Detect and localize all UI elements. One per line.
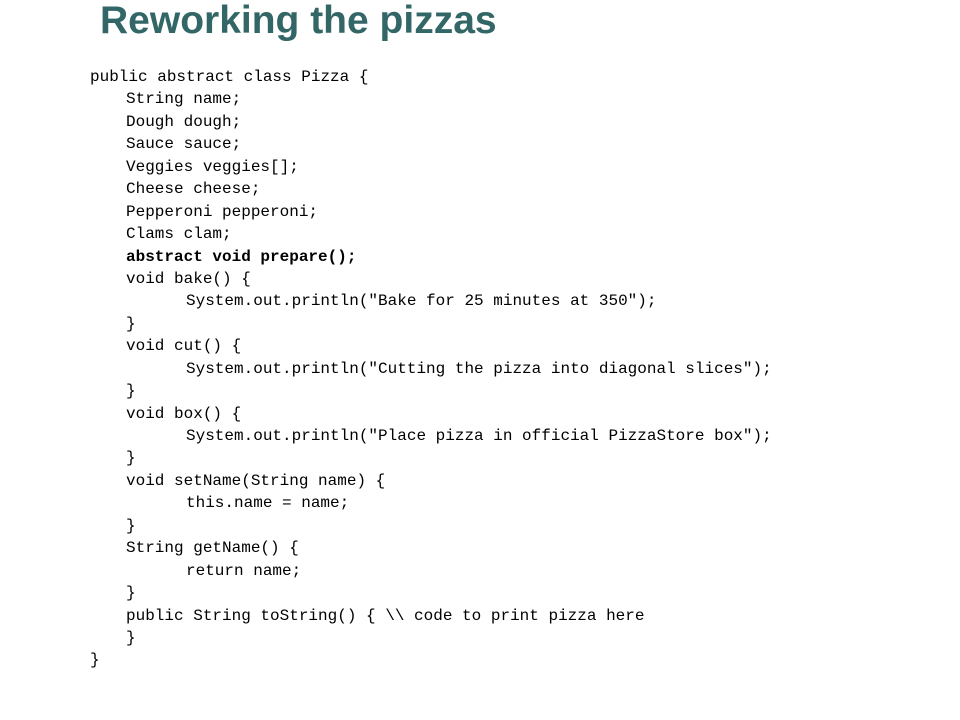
code-line: System.out.println("Bake for 25 minutes … <box>186 292 657 311</box>
code-line: Sauce sauce; <box>126 135 242 154</box>
code-line: } <box>126 314 136 333</box>
code-line: this.name = name; <box>186 494 350 513</box>
code-line: System.out.println("Cutting the pizza in… <box>186 359 772 378</box>
code-line: void cut() { <box>126 337 242 356</box>
code-line: void setName(String name) { <box>126 471 386 490</box>
code-line: Clams clam; <box>126 225 232 244</box>
code-line: } <box>126 584 136 603</box>
code-line: public abstract class Pizza { <box>90 68 369 86</box>
code-line: String name; <box>126 90 242 109</box>
code-line: } <box>126 382 136 401</box>
code-line: Pepperoni pepperoni; <box>126 202 319 221</box>
code-line: String getName() { <box>126 539 299 558</box>
code-line: return name; <box>186 561 302 580</box>
code-line: } <box>126 449 136 468</box>
code-line: void box() { <box>126 404 242 423</box>
code-block: public abstract class Pizza { String name… <box>90 66 772 672</box>
code-line: System.out.println("Place pizza in offic… <box>186 427 772 445</box>
code-line: void bake() { <box>126 269 251 288</box>
code-line: public String toString() { \\ code to pr… <box>126 606 645 625</box>
code-line: } <box>126 628 136 647</box>
code-line: } <box>126 516 136 535</box>
code-line: abstract void prepare(); <box>126 247 357 266</box>
code-line: Cheese cheese; <box>126 180 261 199</box>
code-line: Veggies veggies[]; <box>126 157 299 176</box>
code-line: } <box>90 651 100 670</box>
code-line: Dough dough; <box>126 112 242 131</box>
slide-title: Reworking the pizzas <box>100 0 497 42</box>
